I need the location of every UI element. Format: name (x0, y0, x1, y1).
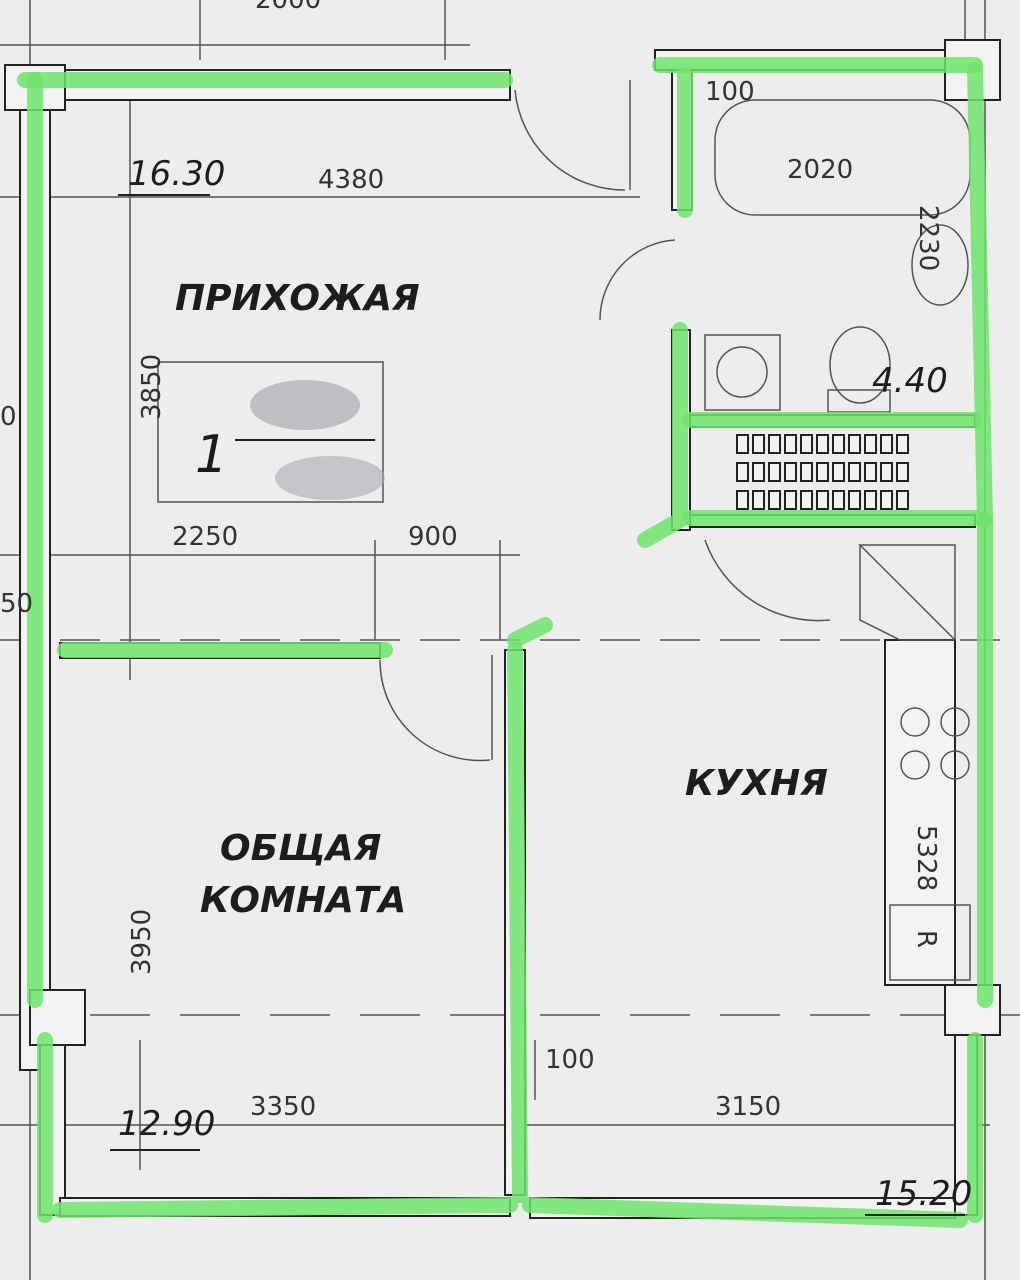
area-bathroom: 4.40 (872, 361, 948, 401)
washer-icon (704, 334, 781, 411)
radiator-cell (848, 490, 861, 510)
radiator-cell (880, 490, 893, 510)
green-highlight (17, 57, 993, 1228)
radiator-cell (848, 434, 861, 454)
edge-fragment-left-mid: 50 (0, 589, 33, 619)
radiator-cell (800, 490, 813, 510)
radiator-cell (864, 462, 877, 482)
area-living: 12.90 (118, 1104, 215, 1144)
radiator-cell (816, 490, 829, 510)
dim-door-opening: 900 (408, 522, 458, 552)
blurred-area-2 (275, 456, 385, 500)
stove-icon (900, 707, 970, 780)
room-name-living-2: КОМНАТА (200, 880, 406, 921)
area-kitchen: 15.20 (875, 1174, 972, 1214)
radiator-cell (768, 434, 781, 454)
radiator-cell (752, 462, 765, 482)
dim-hall-left: 2250 (172, 522, 238, 552)
radiator-cell (736, 490, 749, 510)
radiator-cell (768, 462, 781, 482)
radiator-cell (736, 434, 749, 454)
radiator-cell (864, 434, 877, 454)
radiator-cell (816, 462, 829, 482)
edge-fragment-left-top: 0 (0, 402, 17, 432)
dim-living-width: 3350 (250, 1092, 316, 1122)
radiator-cell (896, 490, 909, 510)
walls (4, 39, 1001, 1219)
fridge-icon (889, 904, 971, 981)
kitchen-sink-icon (858, 544, 956, 642)
edge-fragment-top-cut: 2000 (255, 0, 321, 15)
fridge-label: R (911, 930, 941, 948)
door-swings (379, 80, 831, 762)
radiator-cell (896, 434, 909, 454)
toilet-icon (829, 326, 891, 404)
apartment-number: 1 (195, 425, 228, 485)
radiator-cell (848, 462, 861, 482)
radiator-cell (752, 434, 765, 454)
dim-hall-width: 4380 (318, 165, 384, 195)
dim-partition: 100 (545, 1045, 595, 1075)
radiator-cell (768, 490, 781, 510)
radiator-cell (816, 434, 829, 454)
dim-hall-depth: 3850 (137, 354, 167, 420)
dim-kitchen-depth: 5328 (911, 825, 941, 891)
radiator-cell (896, 462, 909, 482)
room-name-hallway: ПРИХОЖАЯ (175, 278, 420, 319)
radiator-cell (800, 462, 813, 482)
sink-icon (911, 224, 969, 306)
radiator-cell (784, 490, 797, 510)
radiator-cell (832, 490, 845, 510)
radiator-cell (832, 434, 845, 454)
radiator-cell (784, 462, 797, 482)
radiator-icon (736, 434, 909, 510)
radiator-cell (752, 490, 765, 510)
room-name-kitchen: КУХНЯ (685, 763, 828, 804)
dim-bath-wall-top: 100 (705, 77, 755, 107)
room-name-living-1: ОБЩАЯ (220, 828, 381, 869)
dim-bath-side: 2230 (913, 205, 943, 271)
radiator-cell (864, 490, 877, 510)
radiator-cell (832, 462, 845, 482)
dim-living-depth: 3950 (127, 909, 157, 975)
radiator-cell (800, 434, 813, 454)
dim-kitchen-width: 3150 (715, 1092, 781, 1122)
radiator-cell (880, 434, 893, 454)
apartment-label-box: 1 (157, 361, 385, 503)
radiator-cell (736, 462, 749, 482)
blurred-area (250, 380, 360, 430)
area-hallway: 16.30 (128, 154, 225, 194)
radiator-cell (880, 462, 893, 482)
dim-bath-tub: 2020 (787, 155, 853, 185)
radiator-cell (784, 434, 797, 454)
